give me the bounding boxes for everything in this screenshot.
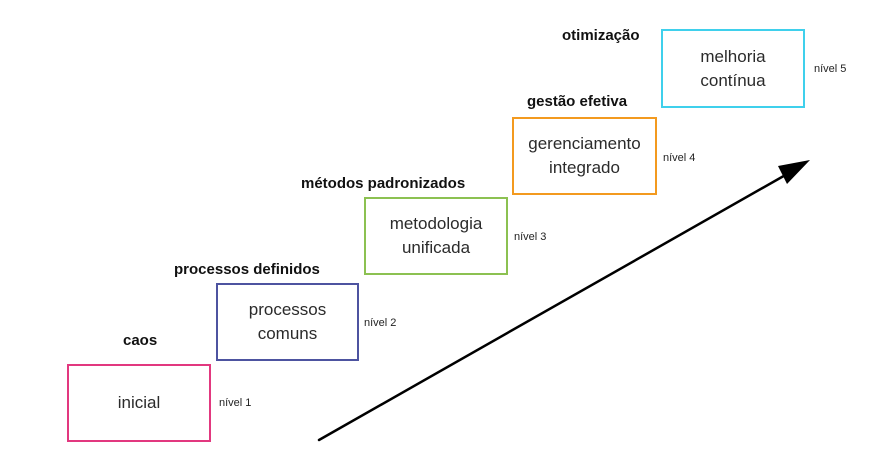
stage-level-4: nível 4 (663, 152, 696, 164)
stage-box-inicial: inicial (67, 364, 211, 442)
stage-box-processos-comuns: processos comuns (216, 283, 359, 361)
stage-level-3: nível 3 (514, 231, 547, 243)
stage-title-caos: caos (123, 332, 158, 349)
stage-level-2: nível 2 (364, 317, 397, 329)
arrow-head (778, 160, 810, 184)
stage-level-1: nível 1 (219, 397, 252, 409)
stage-box-metodologia-unificada: metodologia unificada (364, 197, 508, 275)
stage-title-processos-definidos: processos definidos (174, 261, 320, 278)
stage-title-otimizacao: otimização (562, 27, 640, 44)
stage-title-metodos-padronizados: métodos padronizados (301, 175, 466, 192)
arrow-shaft (317, 167, 798, 442)
stage-level-5: nível 5 (814, 63, 847, 75)
stage-title-gestao-efetiva: gestão efetiva (527, 93, 628, 110)
stage-box-gerenciamento-integrado: gerenciamento integrado (512, 117, 657, 195)
stage-box-melhoria-continua: melhoria contínua (661, 29, 805, 108)
